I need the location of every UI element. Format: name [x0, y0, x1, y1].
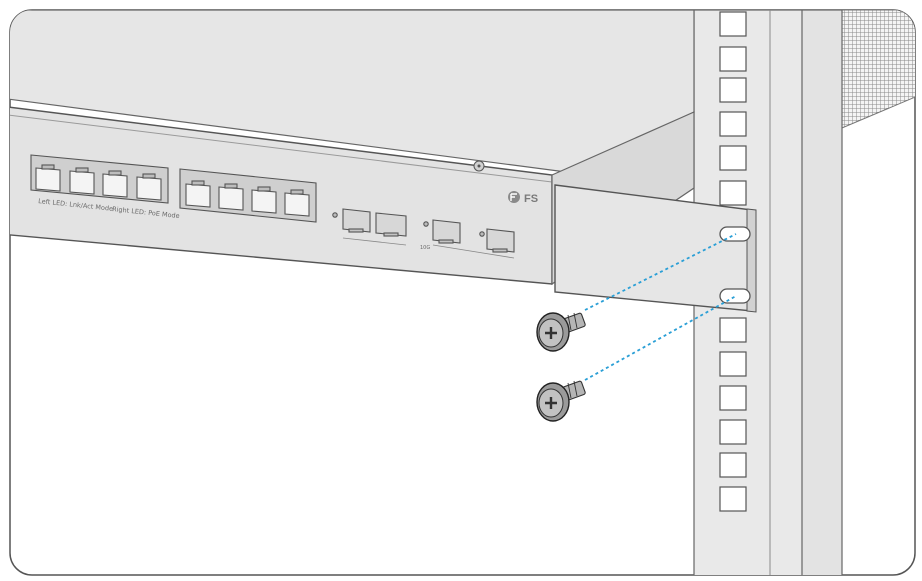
status-led — [332, 212, 338, 218]
status-led — [479, 231, 485, 237]
sfp-port — [486, 228, 515, 253]
sfp-port — [375, 212, 407, 237]
sfp-ports — [332, 208, 515, 259]
rj45-port — [102, 173, 128, 198]
sfp-port — [342, 208, 371, 233]
screw — [536, 312, 586, 352]
screw — [536, 380, 586, 422]
screw-icon — [536, 312, 586, 422]
rj45-port — [69, 170, 95, 195]
rj45-block-left — [30, 154, 169, 204]
fs-logo-icon — [508, 191, 520, 203]
alignment-guides — [584, 233, 737, 381]
status-led — [423, 221, 429, 227]
rj45-port — [284, 192, 310, 217]
rj45-port — [35, 167, 61, 192]
rj45-port — [218, 186, 244, 211]
brand-name: FS — [524, 193, 538, 205]
mounting-bracket — [554, 184, 757, 313]
rj45-port — [136, 176, 162, 201]
rack-side-post — [799, 10, 843, 575]
rj45-port — [185, 183, 211, 208]
guide-line-upper — [584, 233, 737, 311]
guide-line-lower — [584, 295, 737, 381]
rj45-ports — [30, 154, 317, 223]
sfp-port — [432, 219, 461, 244]
sfp-group-label: 10G — [420, 245, 430, 251]
rj45-port — [251, 189, 277, 214]
bracket-slot-lower — [719, 288, 751, 304]
rack-holes — [719, 11, 747, 512]
rj45-block-right — [179, 168, 317, 223]
